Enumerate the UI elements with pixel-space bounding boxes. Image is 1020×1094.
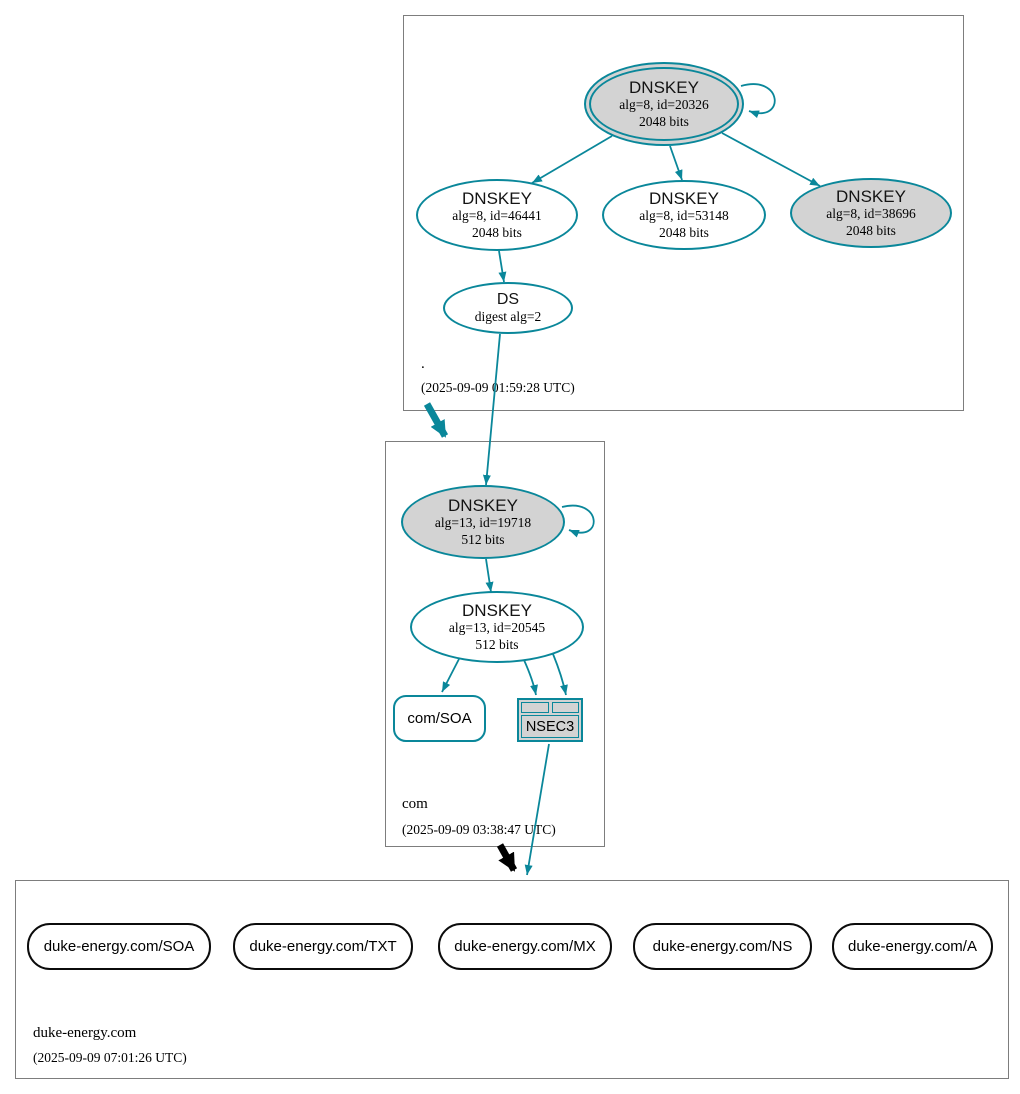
node-detail: alg=13, id=19718 [434, 515, 532, 531]
rrset-node-com-soa[interactable]: com/SOA [393, 695, 486, 742]
zone-box-root [403, 15, 964, 411]
rrset-node-duke-energy-com-ns[interactable]: duke-energy.com/NS [633, 923, 812, 970]
node-detail: alg=8, id=53148 [639, 208, 729, 224]
dnskey-node-46441[interactable]: DNSKEY alg=8, id=46441 2048 bits [416, 179, 578, 251]
node-detail: 2048 bits [659, 224, 709, 240]
node-detail: alg=8, id=46441 [452, 208, 542, 224]
node-title: DNSKEY [629, 77, 699, 97]
node-detail: alg=8, id=38696 [826, 206, 916, 222]
zone-timestamp-com: (2025-09-09 03:38:47 UTC) [402, 822, 556, 837]
dnskey-node-20326-ksk[interactable]: DNSKEY alg=8, id=20326 2048 bits [584, 62, 744, 146]
nsec3-label: NSEC3 [521, 715, 579, 738]
zone-name-com: com [402, 796, 428, 812]
zone-name-duke-energy-com: duke-energy.com [33, 1025, 137, 1041]
node-title: DNSKEY [649, 188, 719, 208]
node-title: DNSKEY [448, 495, 518, 515]
dnskey-node-20545[interactable]: DNSKEY alg=13, id=20545 512 bits [410, 591, 584, 663]
dnskey-node-19718-ksk[interactable]: DNSKEY alg=13, id=19718 512 bits [401, 485, 565, 559]
rrset-node-duke-energy-com-a[interactable]: duke-energy.com/A [832, 923, 993, 970]
nsec3-cell [551, 702, 579, 713]
rrset-node-duke-energy-com-txt[interactable]: duke-energy.com/TXT [233, 923, 413, 970]
ds-node[interactable]: DS digest alg=2 [443, 282, 573, 334]
node-title: DNSKEY [462, 188, 532, 208]
node-title: DNSKEY [462, 600, 532, 620]
node-title: DNSKEY [836, 186, 906, 206]
dnskey-node-53148[interactable]: DNSKEY alg=8, id=53148 2048 bits [602, 180, 766, 250]
node-detail: 512 bits [461, 531, 505, 547]
nsec3-node[interactable]: NSEC3 [517, 698, 583, 742]
nsec3-cell [521, 702, 549, 713]
zone-name-root: . [421, 356, 425, 372]
node-title: DS [496, 290, 520, 308]
zone-box-duke-energy-com [15, 880, 1009, 1079]
edge-delegation-com-duke-energy-com [496, 843, 518, 872]
dnskey-node-38696[interactable]: DNSKEY alg=8, id=38696 2048 bits [790, 178, 952, 248]
node-detail: alg=8, id=20326 [619, 97, 709, 113]
rrset-node-duke-energy-com-soa[interactable]: duke-energy.com/SOA [27, 923, 211, 970]
zone-timestamp-root: (2025-09-09 01:59:28 UTC) [421, 380, 575, 395]
node-detail: 512 bits [475, 636, 519, 652]
node-detail: 2048 bits [472, 224, 522, 240]
node-detail: digest alg=2 [474, 308, 542, 324]
rrset-node-duke-energy-com-mx[interactable]: duke-energy.com/MX [438, 923, 612, 970]
nsec3-rr-cells [521, 702, 579, 713]
node-detail: 2048 bits [846, 222, 896, 238]
node-detail: 2048 bits [639, 113, 689, 129]
node-detail: alg=13, id=20545 [448, 620, 546, 636]
zone-timestamp-duke-energy-com: (2025-09-09 07:01:26 UTC) [33, 1050, 187, 1065]
